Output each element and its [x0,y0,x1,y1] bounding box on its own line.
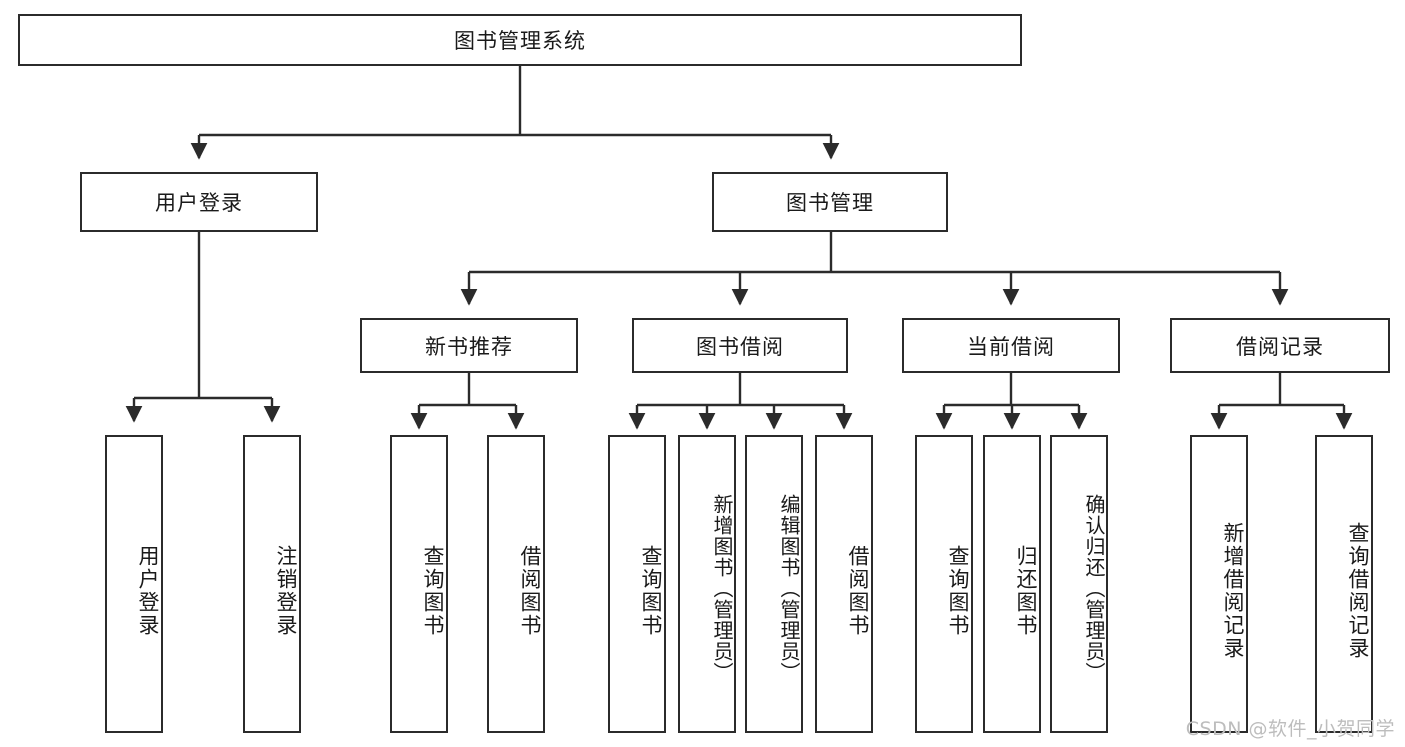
node-leaf-user-logout[interactable]: 注销登录 [243,435,301,733]
node-leaf-return-book[interactable]: 归还图书 [983,435,1041,733]
node-root[interactable]: 图书管理系统 [18,14,1022,66]
node-user-login[interactable]: 用户登录 [80,172,318,232]
node-book-borrow[interactable]: 图书借阅 [632,318,848,373]
node-leaf-query-book-2[interactable]: 查询图书 [608,435,666,733]
node-current-borrow[interactable]: 当前借阅 [902,318,1120,373]
node-borrow-record[interactable]: 借阅记录 [1170,318,1390,373]
csdn-watermark: CSDN @软件_小贺同学 [1185,718,1395,740]
node-book-manage[interactable]: 图书管理 [712,172,948,232]
node-leaf-borrow-book-2[interactable]: 借阅图书 [815,435,873,733]
node-leaf-query-borrow-record[interactable]: 查询借阅记录 [1315,435,1373,733]
node-new-book-recommend[interactable]: 新书推荐 [360,318,578,373]
node-leaf-borrow-book-1[interactable]: 借阅图书 [487,435,545,733]
node-leaf-add-book[interactable]: 新增图书（管理员） [678,435,736,733]
node-leaf-confirm-return[interactable]: 确认归还（管理员） [1050,435,1108,733]
node-leaf-query-book-3[interactable]: 查询图书 [915,435,973,733]
node-leaf-query-book-1[interactable]: 查询图书 [390,435,448,733]
node-leaf-edit-book[interactable]: 编辑图书（管理员） [745,435,803,733]
node-leaf-user-login[interactable]: 用户登录 [105,435,163,733]
node-leaf-add-borrow-record[interactable]: 新增借阅记录 [1190,435,1248,733]
